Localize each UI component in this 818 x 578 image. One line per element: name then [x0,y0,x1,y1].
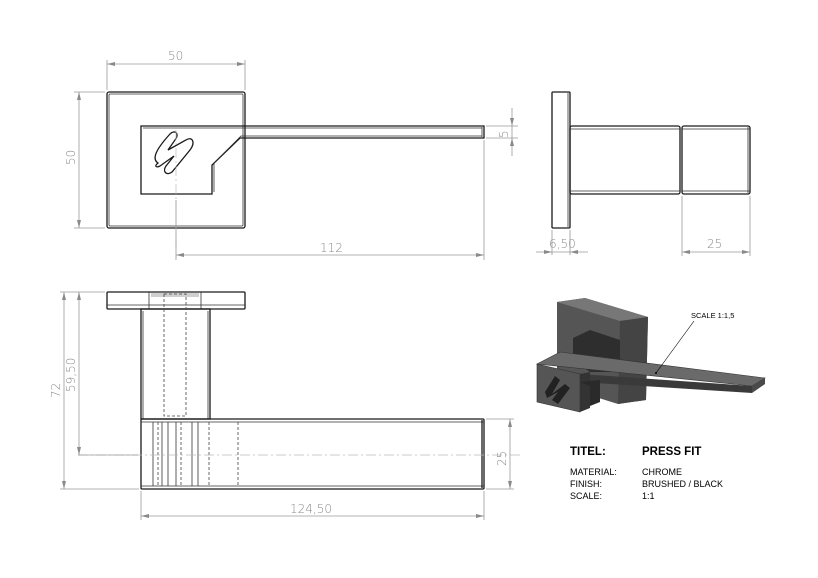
finish-value: BRUSHED / BLACK [642,479,724,489]
side-view: 6,50 25 [536,91,751,256]
scale-value: 1:1 [642,491,655,501]
front-view: 50 50 112 5 [64,49,518,260]
dim-front-width: 50 [168,49,183,63]
dim-spindle-height: 59,50 [64,358,78,392]
isometric-view [535,298,766,413]
finish-label: FINISH: [570,479,603,489]
dim-total-length: 124,50 [290,502,332,516]
dim-front-height: 50 [64,150,78,165]
material-value: CHROME [642,467,682,477]
dim-grip-length: 25 [707,237,722,251]
logo-icon [154,131,194,175]
dim-lever-length: 112 [320,241,343,255]
dim-lever-thickness: 5 [497,130,511,138]
title-value: PRESS FIT [642,446,702,458]
material-label: MATERIAL: [570,467,617,477]
top-view: 72 59,50 25 124,50 [49,291,520,520]
iso-scale-note: SCALE 1:1,5 [691,311,735,320]
dim-total-height: 72 [49,383,63,398]
dim-lever-width: 25 [495,451,509,466]
dim-rose-thickness: 6,50 [549,237,576,251]
title-block: TITEL: PRESS FIT MATERIAL: CHROME FINISH… [570,446,770,506]
title-label: TITEL: [570,446,606,458]
scale-label: SCALE: [570,491,603,501]
